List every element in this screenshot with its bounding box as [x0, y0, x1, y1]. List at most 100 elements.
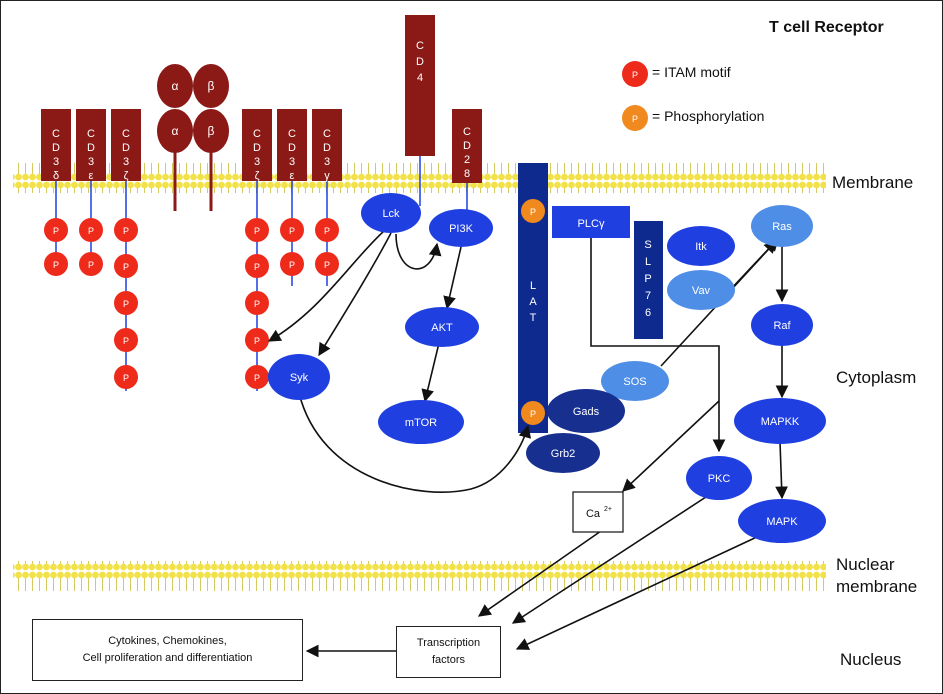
svg-text:AKT: AKT: [431, 322, 453, 334]
arrow-pi3k-to-akt: [443, 246, 462, 310]
chain-label: ζ: [124, 170, 129, 182]
chain-label: C: [87, 128, 95, 140]
chain-label: 3: [289, 156, 295, 168]
chain-label: C: [323, 128, 331, 140]
mapkk-node: [734, 398, 826, 444]
itam-motif: [315, 252, 339, 276]
tcr-alpha-upper: [157, 64, 193, 108]
mapk-node: [738, 499, 826, 543]
svg-text:P: P: [632, 114, 638, 124]
svg-text:P: P: [530, 207, 536, 217]
itam-motif: [114, 328, 138, 352]
cd28-coreceptor: C D 2 8: [452, 109, 482, 216]
svg-text:MAPKK: MAPKK: [761, 416, 800, 428]
raf-node: [751, 304, 813, 346]
svg-text:C: C: [416, 40, 424, 52]
chain-label: ζ: [255, 170, 260, 182]
svg-text:PI3K: PI3K: [449, 223, 474, 235]
itam-motif: [79, 252, 103, 276]
tf-line2: factors: [431, 654, 465, 666]
connector-plcg-to-pkc: [590, 238, 726, 453]
outcome-line1: Cytokines, Chemokines,: [108, 635, 227, 647]
region-nucleus-label: Nucleus: [840, 650, 902, 669]
svg-text:P: P: [324, 260, 330, 270]
legend-phospho-symbol: [622, 105, 648, 131]
itk-node: [667, 226, 735, 266]
itam-motif: [280, 218, 304, 242]
chain-cd3-epsilon-2: [277, 109, 307, 181]
svg-text:Vav: Vav: [692, 285, 711, 297]
chain-label: 3: [324, 156, 330, 168]
svg-text:P: P: [254, 226, 260, 236]
svg-text:SOS: SOS: [623, 376, 646, 388]
svg-text:L: L: [530, 280, 536, 292]
chain-label: δ: [53, 170, 59, 182]
sos-node: [601, 361, 669, 401]
chain-label: γ: [324, 170, 330, 182]
chain-label: D: [87, 142, 95, 154]
tcr-beta-lower: [193, 109, 229, 153]
pi3k-node: [429, 209, 493, 247]
svg-text:P: P: [53, 226, 59, 236]
svg-text:Raf: Raf: [773, 320, 791, 332]
svg-text:P: P: [530, 409, 536, 419]
lat-phospho-site: [521, 401, 545, 425]
itam-motif: [245, 328, 269, 352]
chain-cd3-zeta: [111, 109, 141, 181]
chain-label: C: [122, 128, 130, 140]
calcium-box: [572, 491, 624, 533]
svg-text:P: P: [324, 226, 330, 236]
gads-node: [547, 389, 625, 433]
svg-text:P: P: [632, 70, 638, 80]
tcr-beta-label: β: [208, 124, 215, 138]
outcome-box: Cytokines, Chemokines, Cell proliferatio…: [32, 619, 303, 681]
akt-node: [405, 307, 479, 347]
svg-text:Gads: Gads: [573, 406, 600, 418]
arrow-plcg-to-calcium: [622, 400, 720, 492]
svg-text:P: P: [254, 299, 260, 309]
svg-text:P: P: [53, 260, 59, 270]
tcr-alpha-label: α: [172, 79, 179, 93]
itam-motif: [315, 218, 339, 242]
arrow-lck-to-syk: [318, 232, 392, 357]
svg-text:P: P: [254, 336, 260, 346]
ras-node: [751, 205, 813, 247]
chain-cd3-gamma: [312, 109, 342, 181]
tcr-alpha-label: α: [172, 124, 179, 138]
diagram-title: T cell Receptor: [769, 19, 884, 36]
svg-text:P: P: [88, 260, 94, 270]
arrow-pkc-to-tf: [511, 494, 710, 624]
svg-text:P: P: [123, 299, 129, 309]
svg-text:C: C: [463, 126, 471, 138]
arrow-mapkk-to-mapk: [775, 441, 788, 500]
svg-text:L: L: [645, 256, 651, 268]
itam-motif: [245, 218, 269, 242]
svg-text:Ras: Ras: [772, 221, 792, 233]
itam-motif: [245, 291, 269, 315]
svg-text:Itk: Itk: [695, 241, 707, 253]
itam-motif: [44, 252, 68, 276]
chain-label: 3: [53, 156, 59, 168]
outcome-line2: Cell proliferation and differentiation: [82, 652, 253, 664]
chain-label: 3: [254, 156, 260, 168]
arrow-mapk-to-tf: [515, 535, 760, 650]
chain-label: D: [288, 142, 296, 154]
tcr-alpha-lower: [157, 109, 193, 153]
tcr-alpha-beta: α β α β: [157, 64, 229, 211]
nuclear-label-line2: membrane: [836, 577, 918, 596]
chain-label: 3: [123, 156, 129, 168]
chain-cd3-delta: [41, 109, 71, 181]
calcium-charge: 2+: [604, 506, 612, 513]
arrow-akt-to-mtor: [421, 342, 440, 403]
tf-line1: Transcription: [416, 637, 481, 649]
arrow-calcium-to-tf: [477, 530, 602, 617]
itam-motifs: P P P P P P P P P P P P P P P P P P: [44, 218, 339, 389]
plcg-node: [552, 206, 630, 238]
svg-text:2: 2: [464, 154, 470, 166]
slp76-adaptor: S L P 7 6: [634, 221, 663, 339]
svg-text:P: P: [88, 226, 94, 236]
tcr-beta-label: β: [208, 79, 215, 93]
svg-text:P: P: [123, 336, 129, 346]
